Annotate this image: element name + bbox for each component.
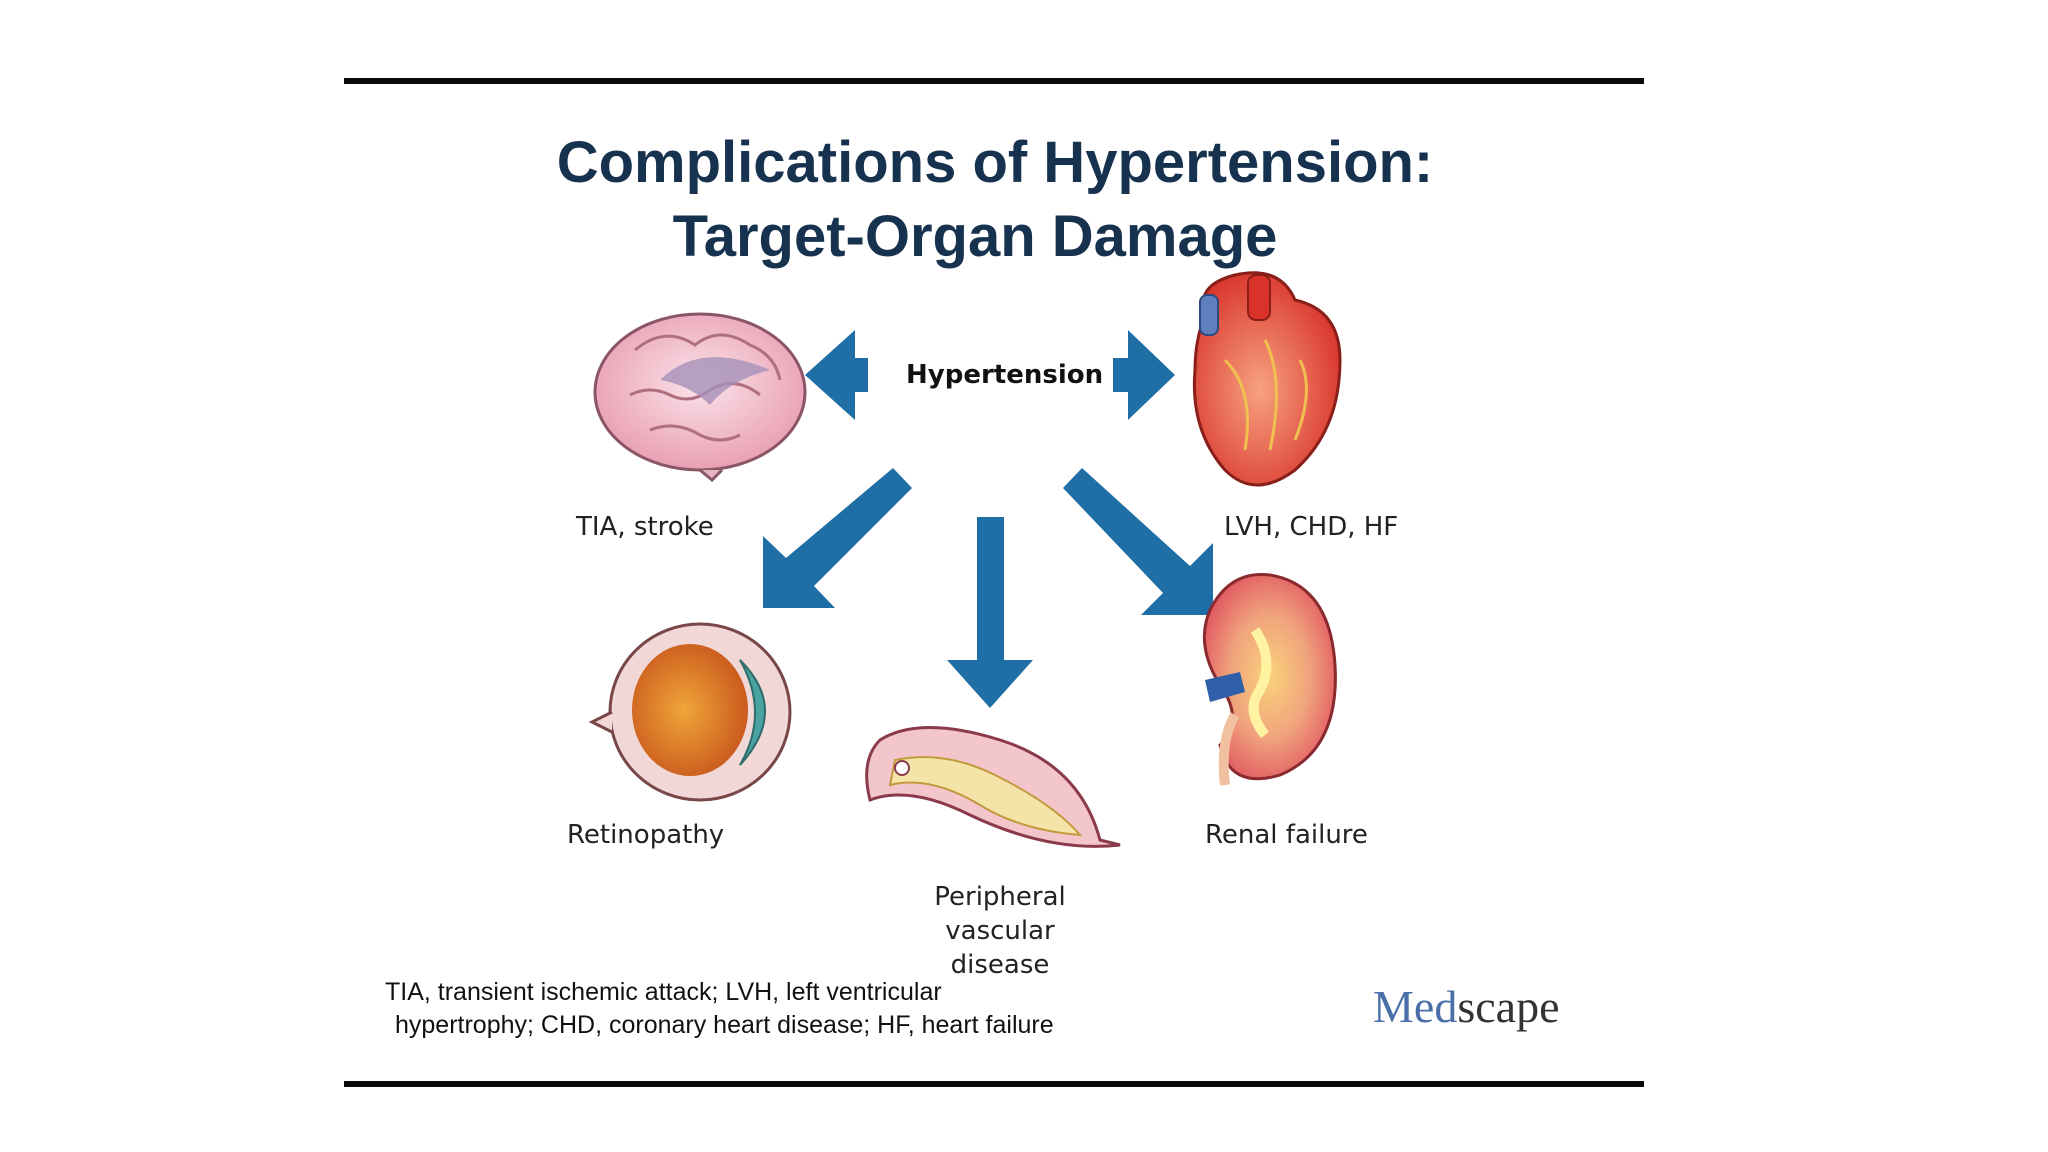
- eye-illustration: [588, 622, 792, 802]
- footnote-line-1: TIA, transient ischemic attack; LVH, lef…: [385, 978, 942, 1006]
- kidney-illustration: [1202, 572, 1337, 786]
- top-rule: [344, 78, 1644, 84]
- kidney-label: Renal failure: [1205, 820, 1368, 850]
- hypertension-label: Hypertension: [906, 360, 1104, 390]
- arrow-to-kidney: [1063, 468, 1213, 615]
- abbreviations-footnote: TIA, transient ischemic attack; LVH, lef…: [385, 976, 1054, 1042]
- bottom-rule: [344, 1081, 1644, 1087]
- logo-part-2: scape: [1457, 981, 1560, 1032]
- footnote-line-2: hypertrophy; CHD, coronary heart disease…: [395, 1011, 1054, 1039]
- medscape-logo: Medscape: [1373, 980, 1559, 1033]
- heart-illustration: [1192, 271, 1342, 487]
- title-line-1: Complications of Hypertension:: [556, 130, 1434, 195]
- heart-label: LVH, CHD, HF: [1224, 512, 1399, 542]
- logo-part-1: Med: [1373, 981, 1458, 1032]
- vessel-label-line-2: vascular: [945, 916, 1055, 946]
- brain-label: TIA, stroke: [576, 512, 714, 542]
- title-line-2: Target-Organ Damage: [672, 204, 1278, 269]
- vessel-label-line-3: disease: [950, 950, 1050, 980]
- arrow-to-vessel: [947, 517, 1033, 708]
- arrow-to-heart: [1113, 330, 1175, 420]
- eye-label: Retinopathy: [567, 820, 725, 850]
- vessel-label: Peripheral vascular disease: [900, 880, 1100, 982]
- vessel-label-line-1: Peripheral: [934, 882, 1066, 912]
- arrow-to-eye: [763, 468, 912, 608]
- vessel-illustration: [865, 726, 1121, 848]
- arrow-to-brain: [805, 330, 868, 420]
- brain-illustration: [593, 312, 807, 483]
